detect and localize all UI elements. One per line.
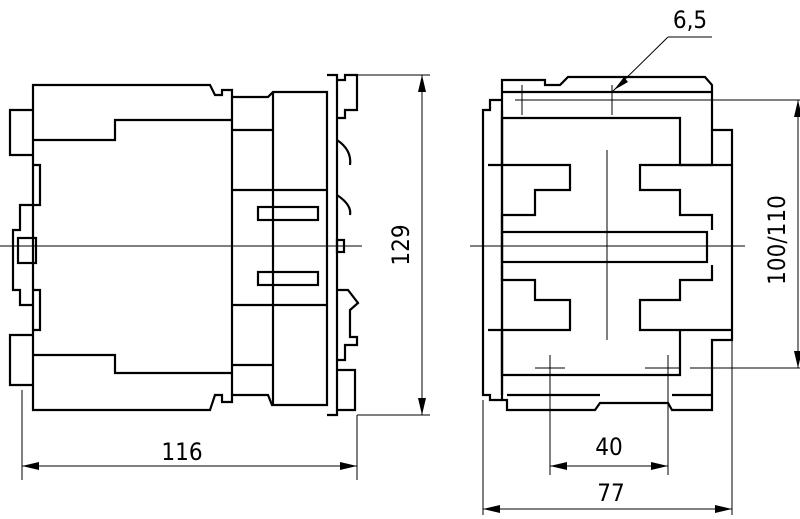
front-view-cross-lower <box>488 265 732 332</box>
dim-77-arrow-right <box>715 505 732 513</box>
dim-77-label: 77 <box>597 479 624 507</box>
dim-77-arrow-left <box>483 505 500 513</box>
side-view-left-terminal-mid <box>11 163 42 332</box>
side-view-bottom-latch <box>337 288 360 362</box>
front-view-lower-window <box>500 330 682 377</box>
side-view-inner-step-top <box>33 118 232 142</box>
front-view-left-plate <box>481 98 502 402</box>
front-view-body-outline <box>500 75 734 412</box>
side-view-middle-frame <box>232 128 327 367</box>
front-view: 6,5 100/110 40 77 <box>470 6 800 515</box>
front-view-center-slot <box>500 230 709 264</box>
dim-40-label: 40 <box>595 433 622 461</box>
dim-129-arrow-bottom <box>418 398 426 415</box>
dim-129-arrow-top <box>418 75 426 92</box>
dim-40-arrow-left <box>550 462 567 470</box>
side-view-top-latch <box>337 73 359 120</box>
front-view-cross-upper <box>488 163 732 230</box>
dim-129-label: 129 <box>387 224 415 265</box>
side-view-spring-upper <box>336 139 352 166</box>
dim-100-110-label: 100/110 <box>763 195 791 285</box>
dim-6-5-label: 6,5 <box>673 6 707 34</box>
side-view: 129 116 <box>0 73 430 480</box>
side-view-slot-lower <box>256 270 320 287</box>
dim-100-110-arrow-top <box>794 100 800 117</box>
dim-116-arrow-right <box>340 462 357 470</box>
side-view-slot-upper <box>256 205 320 222</box>
dim-40-arrow-right <box>651 462 668 470</box>
side-view-left-clip <box>16 236 38 265</box>
dim-6-5-arrow <box>614 77 628 90</box>
side-view-spring-middle <box>336 194 352 216</box>
side-view-left-terminal-bottom <box>8 333 33 387</box>
dim-116-label: 116 <box>161 438 202 466</box>
side-view-inner-step-bottom <box>33 353 232 375</box>
dim-116-arrow-left <box>22 462 39 470</box>
side-view-bottom-foot <box>337 368 357 412</box>
dim-100-110-arrow-bottom <box>794 351 800 368</box>
side-view-body-outline <box>31 83 329 412</box>
side-view-left-terminal-top <box>8 108 33 157</box>
side-view-din-plate <box>327 73 339 417</box>
